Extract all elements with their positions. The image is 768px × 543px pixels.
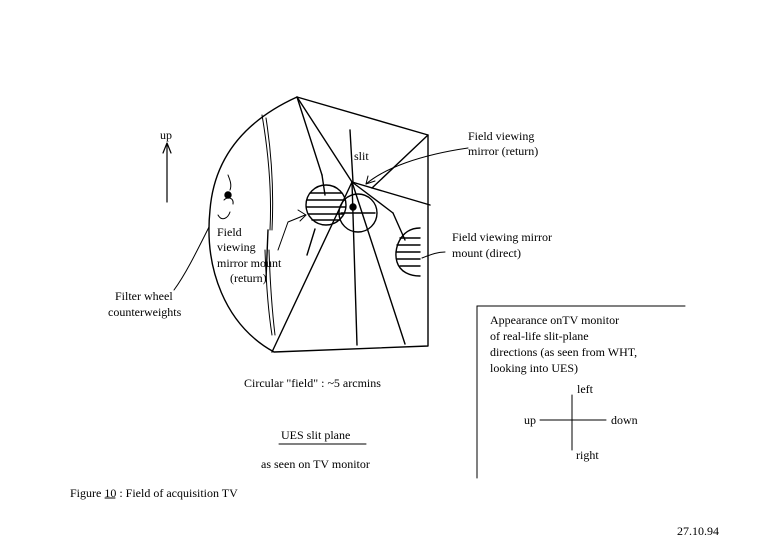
mount-return-label-1: Field — [217, 225, 242, 239]
mirror-mount-direct — [395, 227, 421, 277]
slit-label: slit — [354, 149, 369, 163]
fv-return-label-2: mirror (return) — [468, 144, 539, 158]
filter-label-2: counterweights — [108, 305, 182, 319]
box-line-2: of real-life slit-plane — [490, 329, 589, 343]
box-up-label: up — [524, 413, 536, 427]
mount-return-label-4: (return) — [230, 271, 267, 285]
mount-return-label-3: mirror mount — [217, 256, 282, 270]
filter-label-1: Filter wheel — [115, 289, 173, 303]
field-viewing-mirror-return — [338, 193, 378, 233]
field-outline — [208, 96, 429, 353]
filter-wheel-counterweights — [217, 114, 276, 336]
counterweight-dot — [224, 191, 232, 199]
box-line-1: Appearance onTV monitor — [490, 313, 620, 327]
circular-field-label: Circular "field" : ~5 arcmins — [244, 376, 381, 390]
box-left-label: left — [577, 382, 593, 396]
up-label: up — [160, 128, 172, 142]
box-down-label: down — [611, 413, 638, 427]
box-line-3: directions (as seen from WHT, — [490, 345, 638, 359]
date-label: 27.10.94 — [677, 524, 719, 538]
fv-return-label-1: Field viewing — [468, 129, 535, 143]
mount-direct-label-2: mount (direct) — [452, 246, 521, 260]
mirror-mount-return — [305, 184, 347, 226]
figure-caption: Figure 10 : Field of acquisition TV — [70, 486, 238, 500]
ues-slit-plane-label: UES slit plane — [281, 428, 351, 442]
up-arrow — [162, 142, 172, 203]
leader-lines — [173, 147, 469, 291]
mount-return-label-2: viewing — [217, 240, 256, 254]
orientation-box — [476, 305, 686, 479]
box-right-label: right — [576, 448, 599, 462]
slit-plane-lines — [265, 96, 431, 353]
as-seen-label: as seen on TV monitor — [261, 457, 370, 471]
mount-direct-label-1: Field viewing mirror — [452, 230, 552, 244]
box-line-4: looking into UES) — [490, 361, 579, 375]
